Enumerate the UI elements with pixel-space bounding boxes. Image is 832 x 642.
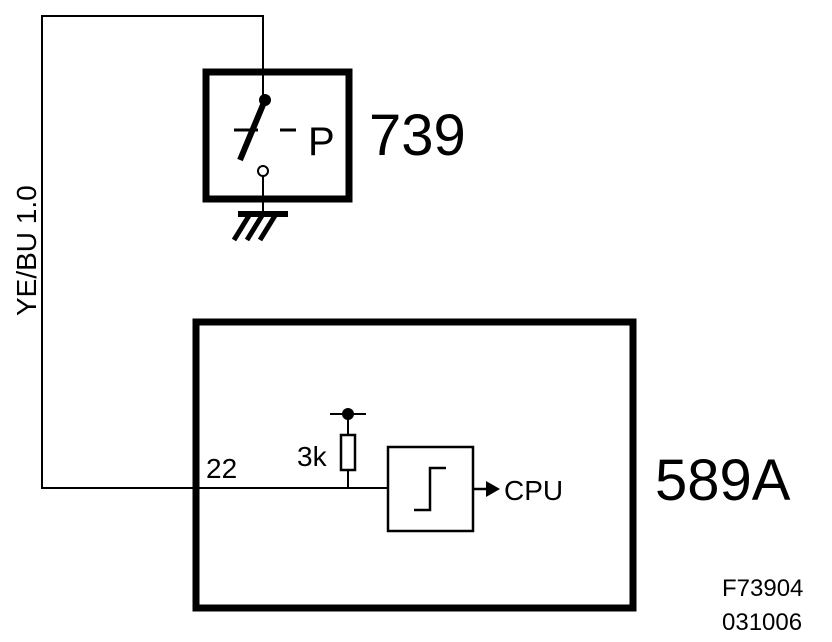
pull-up-resistor xyxy=(330,408,366,488)
arrow-right-icon xyxy=(486,481,500,497)
pressure-switch-symbol xyxy=(234,82,296,214)
pin-number: 22 xyxy=(206,453,237,484)
chassis-ground-icon xyxy=(231,211,288,242)
wire-label: YE/BU 1.0 xyxy=(11,185,42,316)
switch-box xyxy=(202,68,353,203)
control-module-box xyxy=(192,318,637,612)
date-code: 031006 xyxy=(722,609,802,636)
output-label: CPU xyxy=(504,475,563,506)
resistor-value: 3k xyxy=(297,441,328,472)
switch-symbol-label: P xyxy=(308,120,335,164)
switch-component-id: 739 xyxy=(369,103,466,168)
figure-code: F73904 xyxy=(722,575,803,602)
control-module-id: 589A xyxy=(655,448,791,513)
wire-ye-bu xyxy=(41,15,388,489)
schmitt-trigger-icon xyxy=(414,466,446,512)
